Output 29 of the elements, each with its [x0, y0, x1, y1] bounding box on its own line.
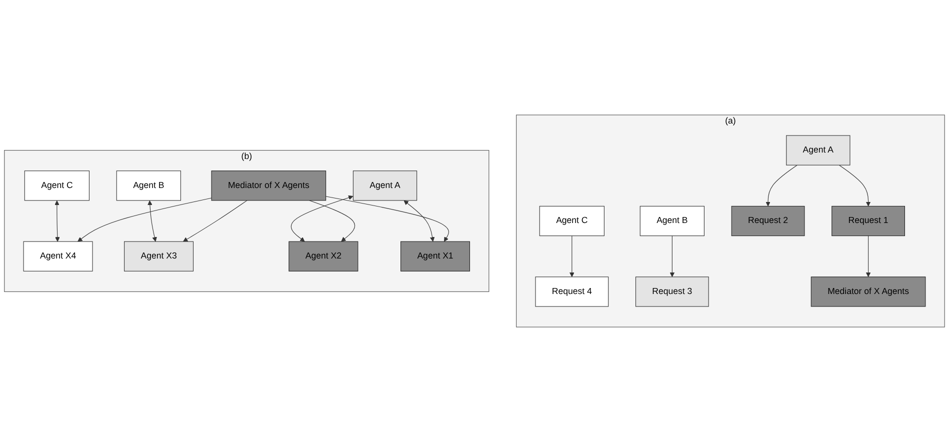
node-box: Mediator of X Agents — [810, 276, 926, 307]
arrow — [404, 200, 435, 242]
node-box: Agent B — [116, 170, 181, 201]
arrow — [290, 195, 354, 242]
node-box: Agent X3 — [124, 241, 194, 272]
node-box: Agent X4 — [23, 241, 93, 272]
node-box: Request 3 — [635, 276, 709, 307]
node-box: Agent C — [24, 170, 90, 201]
node-box: Agent A — [786, 135, 850, 166]
arrow — [866, 236, 871, 278]
node-box: Agent C — [539, 206, 604, 236]
node-box: Request 4 — [535, 276, 609, 307]
arrow — [148, 200, 157, 242]
arrow — [838, 164, 871, 206]
arrow — [54, 200, 60, 242]
arrow — [309, 200, 356, 242]
node-box: Agent X1 — [400, 241, 470, 272]
arrow — [78, 198, 212, 242]
arrow — [326, 196, 450, 242]
node-box: Request 1 — [832, 206, 905, 236]
arrow — [182, 200, 248, 242]
node-box: Request 2 — [731, 206, 805, 236]
node-box: Agent B — [640, 206, 704, 236]
arrow — [766, 164, 798, 206]
node-box: Mediator of X Agents — [211, 170, 326, 201]
node-box: Agent A — [352, 170, 418, 201]
node-box: Agent X2 — [288, 241, 358, 272]
arrow — [570, 236, 574, 278]
arrow — [670, 236, 675, 278]
